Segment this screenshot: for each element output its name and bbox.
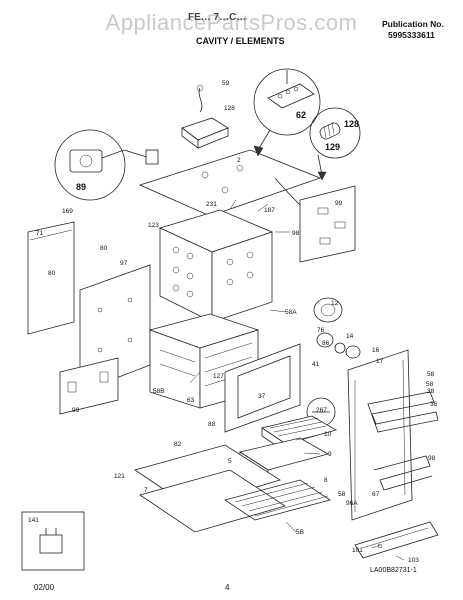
leader-lines	[189, 199, 405, 561]
publication-label: Publication No.	[382, 19, 444, 29]
callout-97: 97	[120, 260, 128, 267]
oven-rack	[224, 479, 331, 521]
detail-circle-128	[309, 107, 361, 181]
detail-circle-89	[54, 129, 159, 201]
callout-59: 59	[222, 80, 230, 87]
detail-circle-62	[253, 68, 321, 157]
callout-41: 41	[312, 361, 320, 368]
right-side-panel	[347, 349, 413, 521]
drawing-code: LA00B82731-1	[370, 567, 417, 574]
callout-103: 103	[408, 557, 419, 564]
callout-7: 7	[144, 487, 148, 494]
callout-63: 63	[187, 397, 195, 404]
callout-58b-liner: 58B	[153, 388, 165, 395]
broil-element	[367, 391, 439, 433]
callout-128-detail: 128	[344, 119, 359, 129]
callout-9: 9	[328, 451, 332, 458]
callout-98-right: 98	[428, 455, 436, 462]
model-number: FE… 7…C…	[188, 12, 247, 23]
callout-58-right-bottom: 58	[338, 491, 346, 498]
top-panel	[138, 149, 322, 217]
callout-71: 71	[36, 230, 44, 237]
callout-5b: 5B	[296, 529, 304, 536]
callout-38: 38	[427, 388, 435, 395]
callout-98: 98	[292, 230, 300, 237]
footer-date: 02/00	[34, 583, 55, 592]
callout-5: 5	[228, 458, 232, 465]
callout-99-bottom: 99	[72, 407, 80, 414]
bottom-left-panel	[59, 357, 119, 415]
callout-58-right-top: 58	[427, 371, 435, 378]
callout-96a: 96A	[346, 500, 358, 507]
callout-14: 14	[346, 333, 354, 340]
left-side-panel	[27, 221, 75, 335]
inset-box-141	[21, 511, 85, 571]
callout-99-top: 99	[335, 200, 343, 207]
front-frame	[224, 343, 301, 433]
watermark: AppliancePartsPros.com	[105, 10, 358, 35]
callout-121: 121	[114, 473, 125, 480]
terminal-block	[181, 84, 229, 149]
diagram-title: CAVITY / ELEMENTS	[196, 36, 285, 46]
publication-number: 5995333611	[388, 30, 435, 40]
callout-101: 101	[352, 547, 363, 554]
callout-169: 169	[62, 208, 73, 215]
callout-12: 12	[331, 300, 339, 307]
callout-231: 231	[206, 201, 217, 208]
callout-89: 89	[76, 182, 86, 192]
callout-16: 16	[372, 347, 380, 354]
callout-82: 82	[174, 441, 182, 448]
callout-62: 62	[296, 110, 306, 120]
callout-2: 2	[237, 157, 241, 164]
callout-10: 10	[324, 431, 332, 438]
callout-76: 76	[317, 327, 325, 334]
callout-36: 36	[430, 401, 438, 408]
control-panel-plate	[354, 521, 439, 559]
callout-127: 127	[213, 373, 224, 380]
callout-67: 67	[372, 491, 380, 498]
light-assembly	[313, 297, 361, 359]
callout-80-upper: 80	[100, 245, 108, 252]
callout-58a: 58A	[285, 309, 297, 316]
callout-8: 8	[324, 477, 328, 484]
rear-right-panel	[274, 177, 356, 263]
callout-141: 141	[28, 517, 39, 524]
callout-88: 88	[208, 421, 216, 428]
oven-cavity	[158, 209, 274, 323]
callout-187: 187	[264, 207, 275, 214]
callout-267: 267	[316, 407, 327, 414]
oven-bottom-panel	[134, 444, 286, 533]
callout-37: 37	[258, 393, 266, 400]
callout-123: 123	[148, 222, 159, 229]
bake-element	[373, 455, 433, 491]
callout-80-lower: 80	[48, 270, 56, 277]
cabinet-side-panel	[79, 264, 151, 393]
callout-17: 17	[376, 358, 384, 365]
page-number: 4	[225, 583, 230, 592]
callout-128: 128	[224, 105, 235, 112]
callout-58-right-mid: 58	[426, 381, 434, 388]
callout-86: 86	[322, 340, 330, 347]
callout-129: 129	[325, 142, 340, 152]
